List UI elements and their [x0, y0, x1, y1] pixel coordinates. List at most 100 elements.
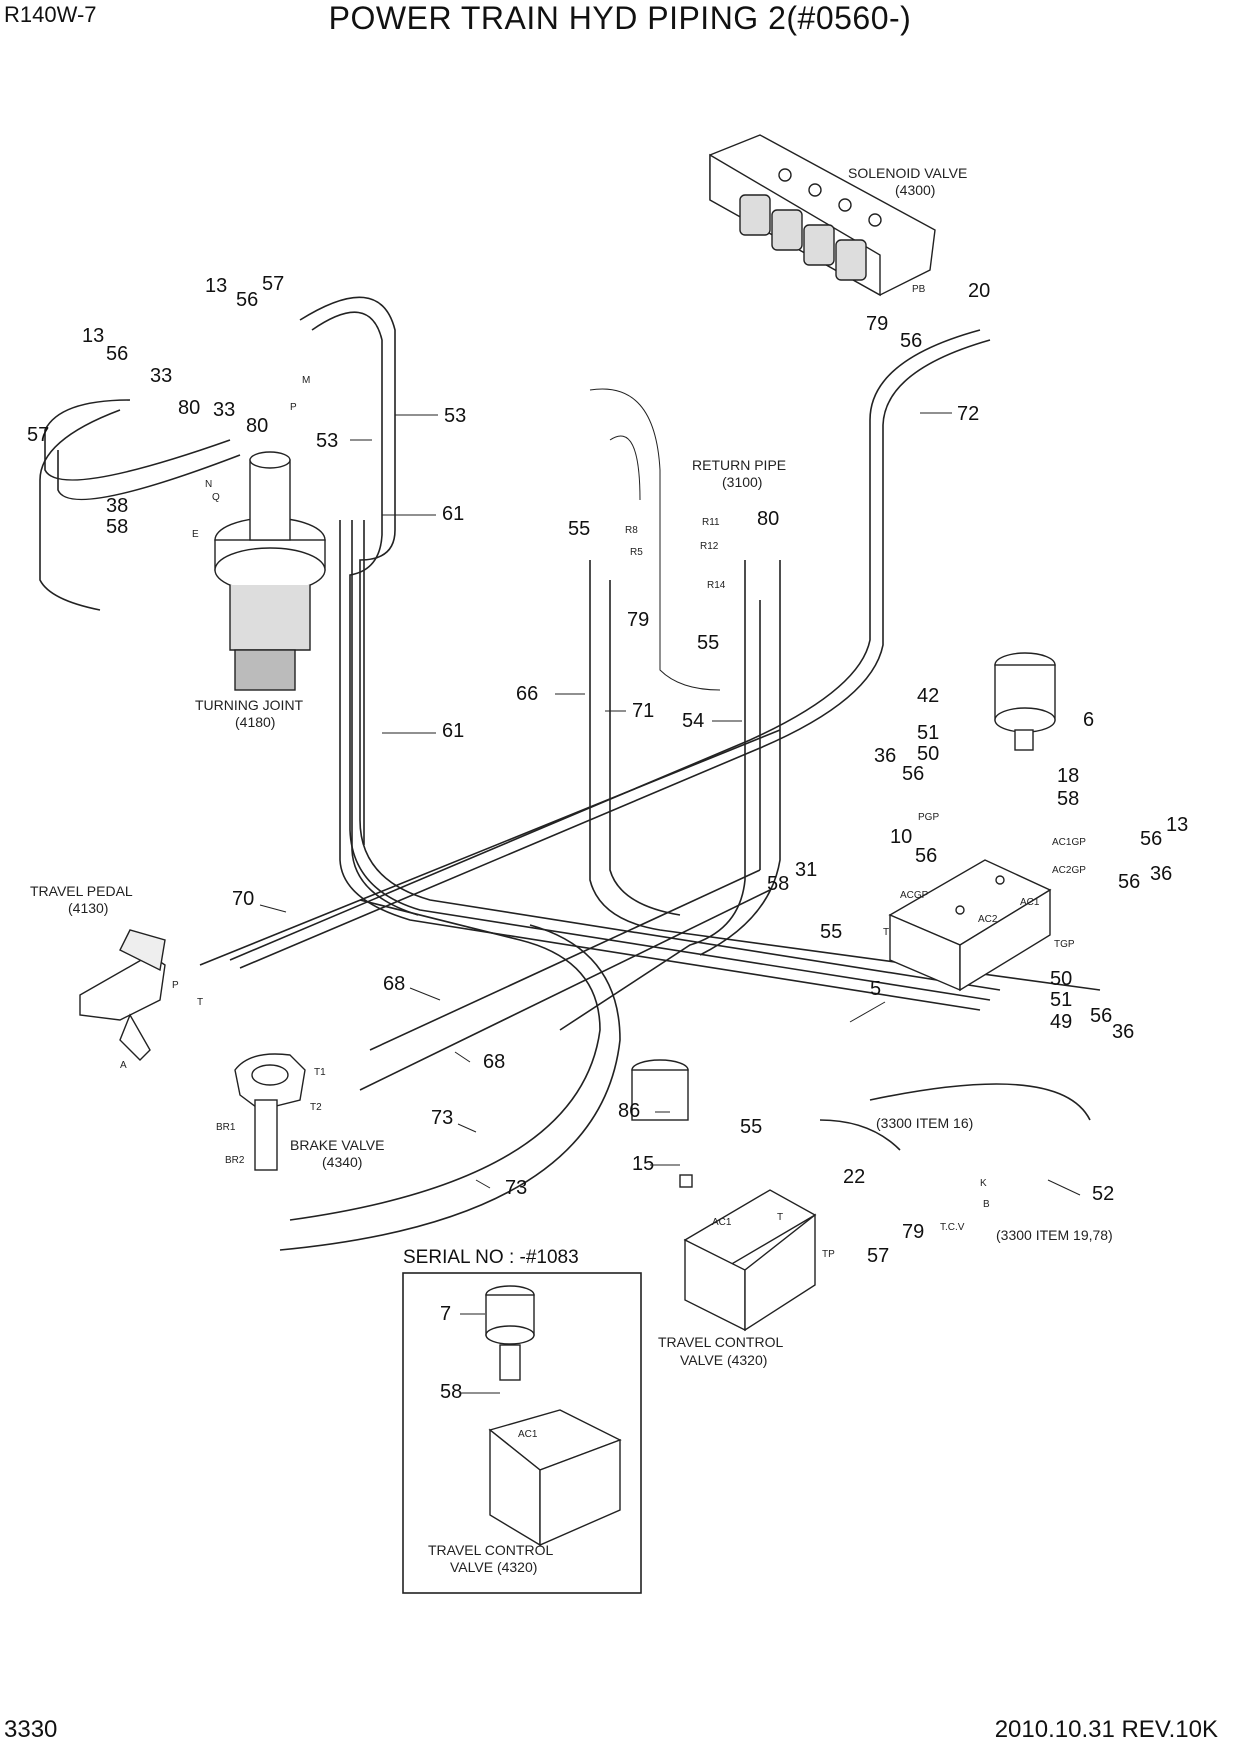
part-number: 79: [866, 313, 888, 335]
travel-pedal: [79, 929, 166, 1061]
part-number: 31: [795, 859, 817, 881]
serial-inset: [402, 1272, 642, 1594]
brake-valve-label: BRAKE VALVE: [290, 1137, 384, 1153]
part-number: 73: [431, 1107, 453, 1129]
part-number: 33: [213, 399, 235, 421]
part-number: 5: [870, 978, 881, 1000]
inset-valve-label: TRAVEL CONTROL: [428, 1542, 553, 1558]
return-pipe-ref: (3100): [722, 474, 762, 490]
part-number: 56: [1118, 871, 1140, 893]
port-label: R5: [630, 547, 643, 558]
port-label: T1: [314, 1067, 326, 1078]
accumulator: [994, 652, 1056, 751]
part-number: 80: [246, 415, 268, 437]
return-pipe-label: RETURN PIPE: [692, 457, 786, 473]
travel-control-valve-ref: VALVE (4320): [680, 1352, 767, 1368]
part-number: 58: [1057, 788, 1079, 810]
part-number: 50: [917, 743, 939, 765]
port-markings: M P N Q E PB R8 R5 R11 R12 R14 PGP ACGP …: [120, 284, 1086, 1440]
port-label: T: [197, 997, 203, 1008]
part-number: 68: [383, 973, 405, 995]
part-number: 56: [900, 330, 922, 352]
inset-valve-ref: VALVE (4320): [450, 1559, 537, 1575]
port-label: PGP: [918, 812, 939, 823]
inset-part-7: 7: [440, 1303, 451, 1325]
brake-valve-ref: (4340): [322, 1154, 362, 1170]
part-number: 15: [632, 1153, 654, 1175]
port-label: T: [777, 1212, 783, 1223]
part-number: 36: [1150, 863, 1172, 885]
part-number: 53: [444, 405, 466, 427]
port-label: BR2: [225, 1155, 245, 1166]
port-label: T: [883, 927, 889, 938]
solenoid-valve: [709, 134, 936, 297]
part-number: 50: [1050, 968, 1072, 990]
port-label: R12: [700, 541, 719, 552]
port-label: N: [205, 479, 212, 490]
page-number: 3330: [4, 1716, 58, 1743]
part-number: 42: [917, 685, 939, 707]
item-19-78-label: (3300 ITEM 19,78): [996, 1227, 1113, 1243]
model-label: R140W-7: [4, 2, 97, 27]
port-label: Q: [212, 492, 220, 503]
port-label: M: [302, 375, 310, 386]
port-label: BR1: [216, 1122, 236, 1133]
revision-label: 2010.10.31 REV.10K: [994, 1716, 1218, 1743]
part-callouts: 13 56 57 13 56 33 57 80 33 80 53 53 38 5…: [27, 273, 1188, 1267]
brake-valve: [234, 1053, 306, 1171]
leader-lines: [259, 412, 1081, 1394]
solenoid-valve-label: SOLENOID VALVE: [848, 165, 967, 181]
part-number: 56: [1090, 1005, 1112, 1027]
port-label: R14: [707, 580, 726, 591]
port-label: TP: [822, 1249, 835, 1260]
part-number: 13: [205, 275, 227, 297]
part-number: 66: [516, 683, 538, 705]
part-number: 56: [236, 289, 258, 311]
port-label: TGP: [1054, 939, 1075, 950]
part-number: 71: [632, 700, 654, 722]
part-number: 56: [106, 343, 128, 365]
turning-joint-label: TURNING JOINT: [195, 697, 304, 713]
travel-pedal-label: TRAVEL PEDAL: [30, 883, 133, 899]
page-title: POWER TRAIN HYD PIPING 2(#0560-): [328, 0, 912, 36]
part-number: 54: [682, 710, 704, 732]
part-number: 70: [232, 888, 254, 910]
part-number: 57: [27, 424, 49, 446]
part-number: 79: [902, 1221, 924, 1243]
part-number: 72: [957, 403, 979, 425]
part-number: 56: [902, 763, 924, 785]
part-number: 61: [442, 720, 464, 742]
port-label: T.C.V: [940, 1222, 965, 1233]
item-16-label: (3300 ITEM 16): [876, 1115, 973, 1131]
port-label: R8: [625, 525, 638, 536]
port-label: AC1: [712, 1217, 732, 1228]
port-label: B: [983, 1199, 990, 1210]
part-number: 13: [82, 325, 104, 347]
part-number: 53: [316, 430, 338, 452]
inset-part-58: 58: [440, 1381, 462, 1403]
port-label: T2: [310, 1102, 322, 1113]
valve-block: [888, 859, 1052, 992]
part-number: 86: [618, 1100, 640, 1122]
solenoid-valve-ref: (4300): [895, 182, 935, 198]
turning-joint: [214, 451, 326, 691]
port-label: AC1: [518, 1429, 538, 1440]
part-number: 51: [917, 722, 939, 744]
part-number: 55: [697, 632, 719, 654]
part-number: 36: [1112, 1021, 1134, 1043]
part-number: 22: [843, 1166, 865, 1188]
part-number: 56: [915, 845, 937, 867]
part-number: 33: [150, 365, 172, 387]
part-number: 10: [890, 826, 912, 848]
travel-control-valve: [631, 1059, 817, 1332]
part-number: 18: [1057, 765, 1079, 787]
part-number: 51: [1050, 989, 1072, 1011]
part-number: 55: [568, 518, 590, 540]
part-number: 38: [106, 495, 128, 517]
part-number: 13: [1166, 814, 1188, 836]
part-number: 79: [627, 609, 649, 631]
serial-number-label: SERIAL NO : -#1083: [403, 1247, 579, 1268]
port-label: ACGP: [900, 890, 929, 901]
part-number: 6: [1083, 709, 1094, 731]
part-number: 20: [968, 280, 990, 302]
